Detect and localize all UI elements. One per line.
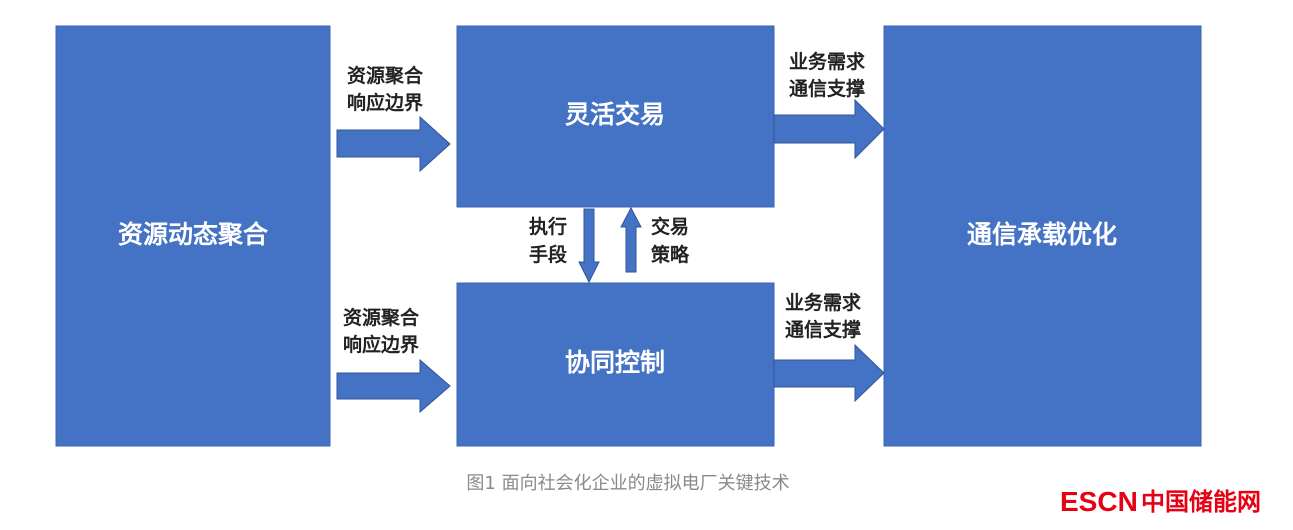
svg-text:中国储能网: 中国储能网 xyxy=(1141,488,1261,516)
box-flexible-trading xyxy=(456,25,775,208)
arrow-control-to-communication xyxy=(773,343,885,403)
svg-text:ESCN: ESCN xyxy=(1060,486,1138,517)
box-coordinated-control-label: 协同控制 xyxy=(565,348,665,377)
figure-caption: 图1 面向社会化企业的虚拟电厂关键技术 xyxy=(466,473,789,494)
label-right-top: 业务需求 通信支撑 xyxy=(789,50,872,100)
arrow-up-strategy xyxy=(620,206,642,273)
arrow-aggregation-to-control xyxy=(336,358,451,414)
label-left-bottom: 资源聚合 响应边界 xyxy=(343,306,426,356)
box-resource-aggregation xyxy=(55,25,331,447)
box-communication-optimization-label: 通信承载优化 xyxy=(967,220,1117,249)
label-execution-means: 执行 手段 xyxy=(529,215,574,266)
escn-logo: ESCN 中国储能网 xyxy=(1060,486,1261,517)
label-left-top: 资源聚合 响应边界 xyxy=(347,64,430,114)
box-communication-optimization xyxy=(883,25,1202,447)
arrow-down-execution xyxy=(578,208,600,284)
box-resource-aggregation-label: 资源动态聚合 xyxy=(118,220,269,249)
arrow-trading-to-communication xyxy=(773,98,885,160)
box-coordinated-control xyxy=(456,282,775,447)
box-flexible-trading-label: 灵活交易 xyxy=(565,100,665,129)
arrow-aggregation-to-trading xyxy=(336,115,451,173)
label-right-bottom: 业务需求 通信支撑 xyxy=(785,291,868,341)
label-trading-strategy: 交易 策略 xyxy=(651,215,696,266)
